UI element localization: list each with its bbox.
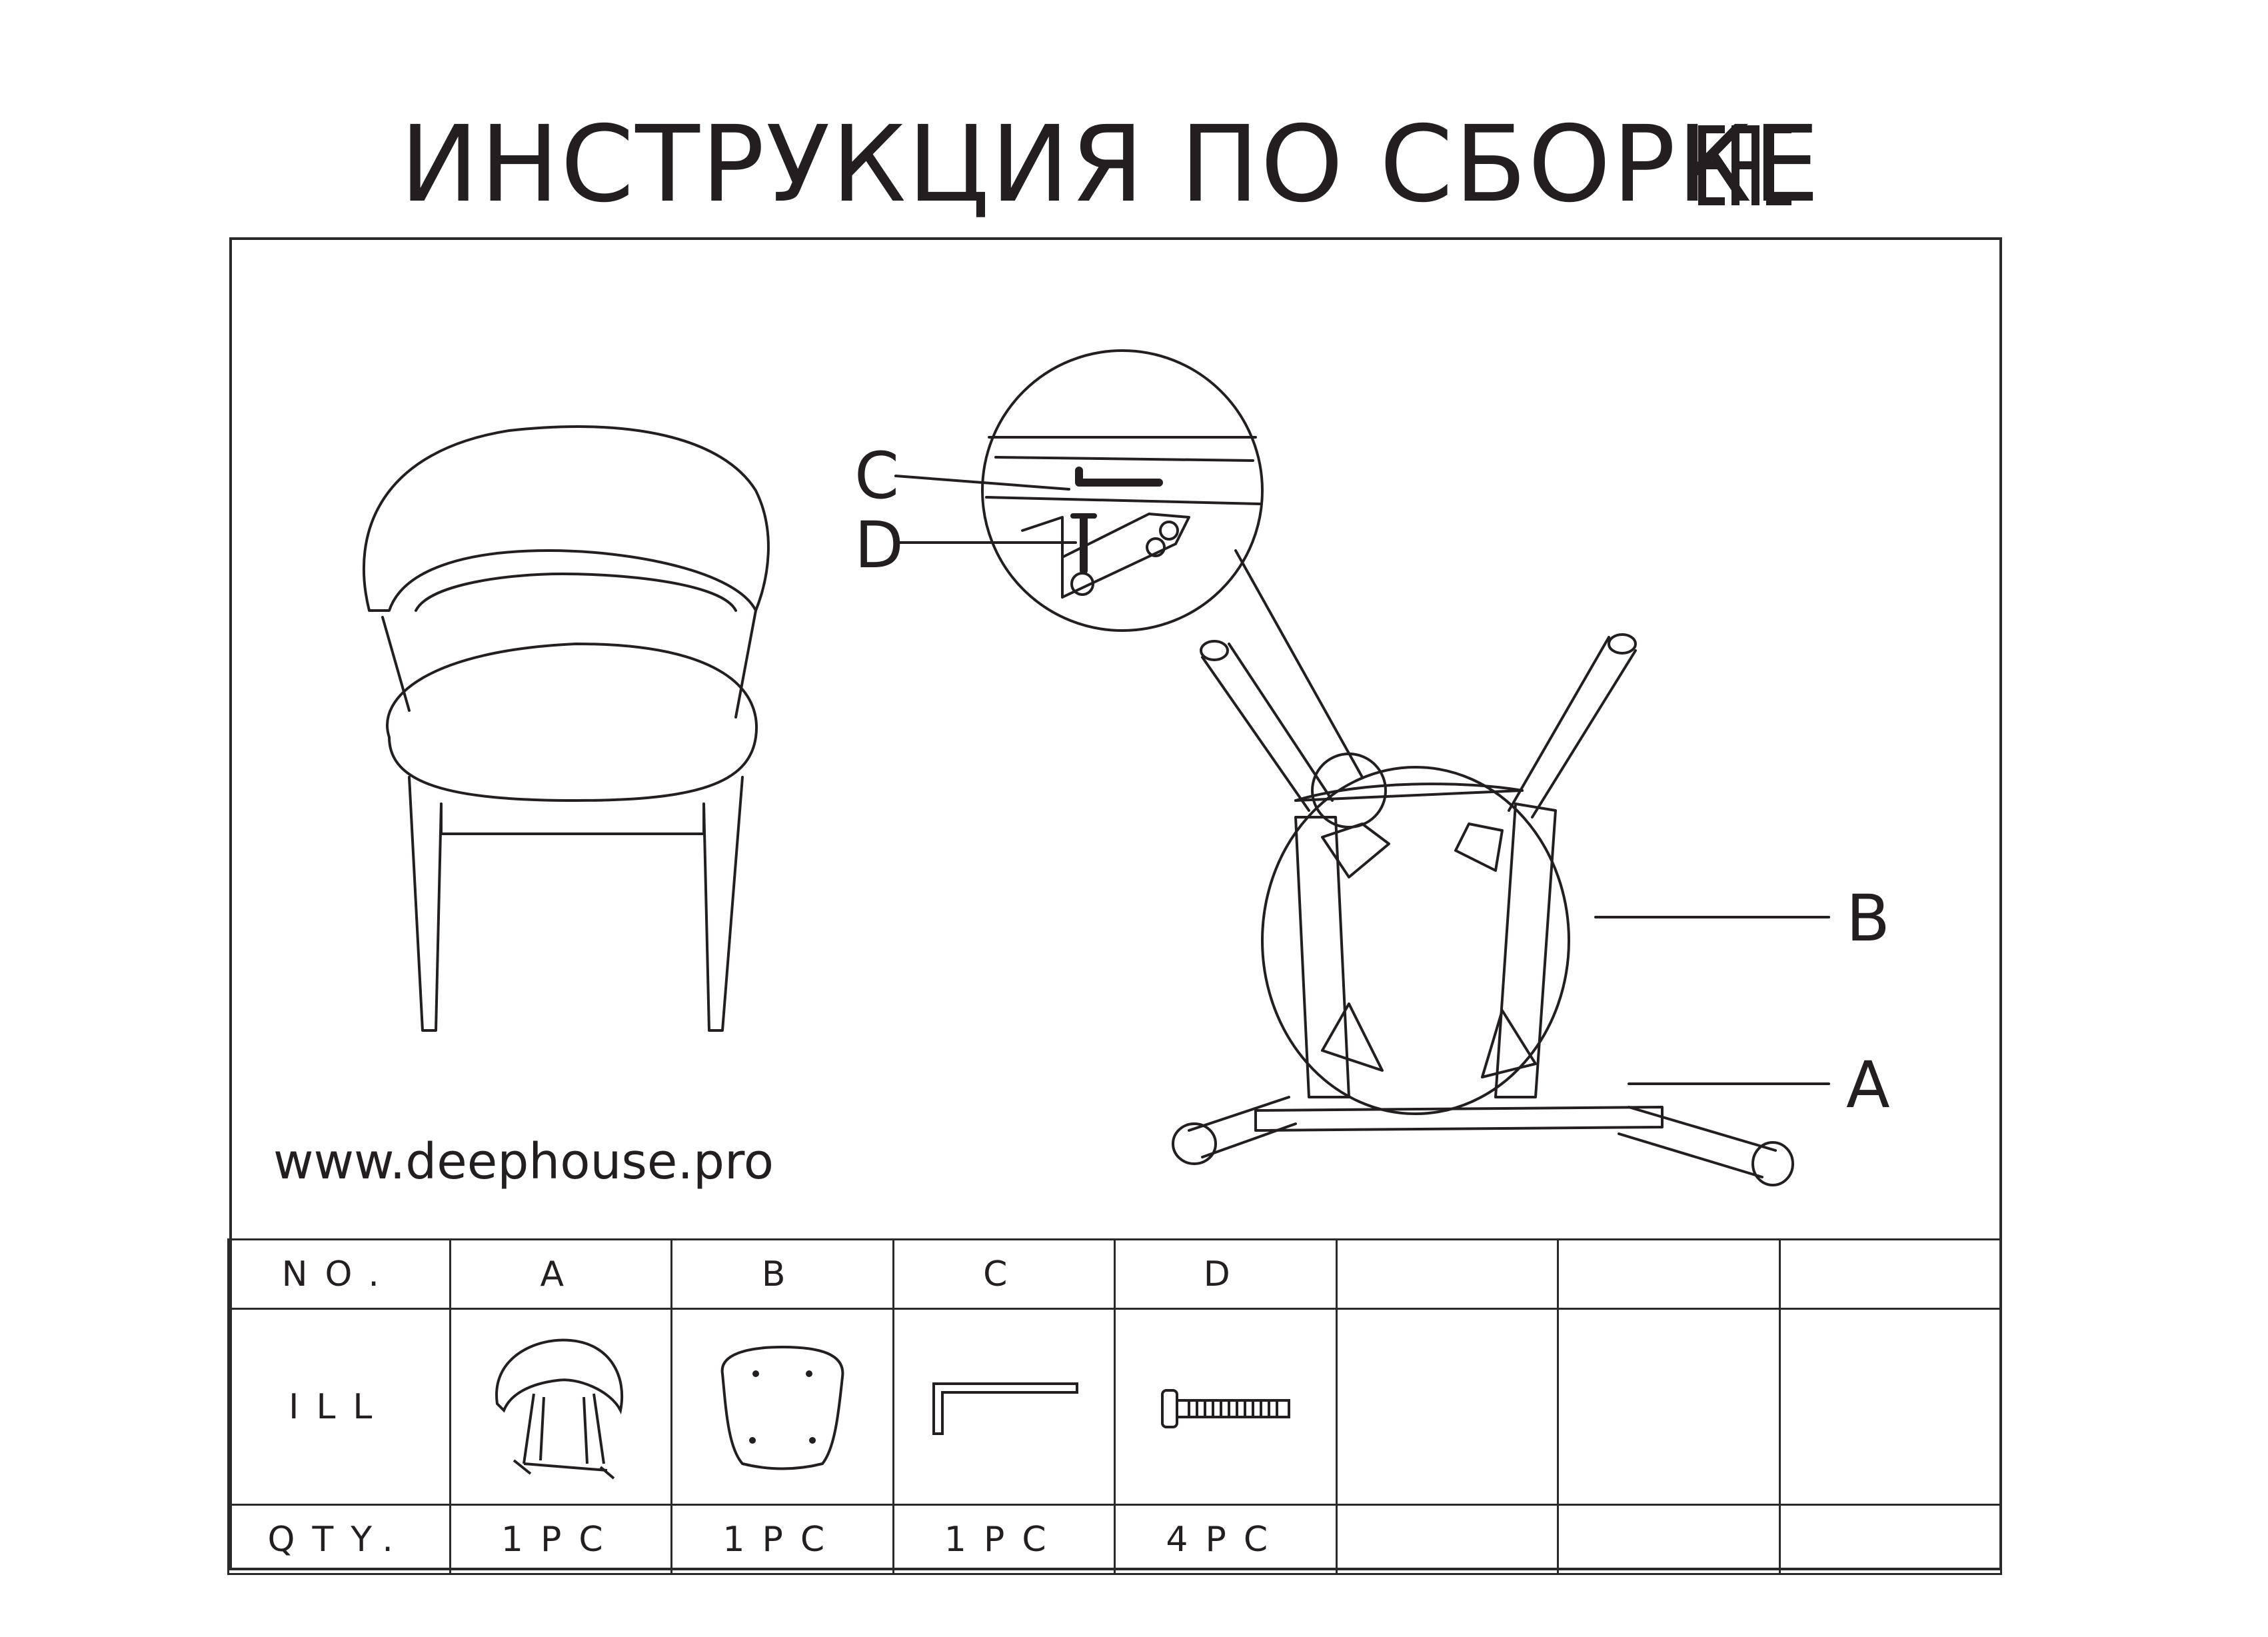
empty-cell bbox=[1778, 1238, 2002, 1310]
chair-frame-icon bbox=[495, 1338, 624, 1480]
empty-cell bbox=[1335, 1238, 1559, 1310]
eac-mark-icon bbox=[1698, 125, 1791, 205]
part-a-qty: 1PC bbox=[449, 1504, 672, 1575]
empty-cell bbox=[1557, 1504, 1781, 1575]
part-id-a: A bbox=[449, 1238, 672, 1310]
empty-cell bbox=[1335, 1504, 1559, 1575]
part-d-qty: 4PC bbox=[1114, 1504, 1338, 1575]
part-b-illustration bbox=[670, 1308, 894, 1506]
part-c-qty: 1PC bbox=[892, 1504, 1116, 1575]
callout-d-label: D bbox=[854, 508, 904, 583]
callout-c-label: C bbox=[854, 439, 900, 513]
allen-key-icon bbox=[932, 1382, 1079, 1435]
empty-cell bbox=[1557, 1308, 1781, 1506]
part-id-d: D bbox=[1114, 1238, 1338, 1310]
part-id-c: C bbox=[892, 1238, 1116, 1310]
callout-b-label: B bbox=[1846, 881, 1890, 956]
empty-cell bbox=[1778, 1504, 2002, 1575]
inverted-chair-illustration bbox=[1172, 633, 1794, 1186]
parts-qty-row: QTY. 1PC 1PC 1PC 4PC bbox=[227, 1504, 2002, 1575]
part-d-illustration bbox=[1114, 1308, 1338, 1506]
parts-illustration-row: ILL bbox=[227, 1308, 2002, 1506]
empty-cell bbox=[1335, 1308, 1559, 1506]
seat-cushion-icon bbox=[720, 1345, 844, 1470]
assembly-diagram bbox=[362, 349, 1830, 1186]
parts-table: NO. A B C D ILL bbox=[227, 1238, 2002, 1575]
part-b-qty: 1PC bbox=[670, 1504, 894, 1575]
part-a-illustration bbox=[449, 1308, 672, 1506]
detail-zoom-illustration bbox=[981, 349, 1264, 632]
bolt-icon bbox=[1160, 1388, 1290, 1428]
page-title: ИНСТРУКЦИЯ ПО СБОРКЕ bbox=[400, 103, 1821, 226]
part-c-illustration bbox=[892, 1308, 1116, 1506]
row-label-ill: ILL bbox=[227, 1308, 451, 1506]
empty-cell bbox=[1557, 1238, 1781, 1310]
row-label-no: NO. bbox=[227, 1238, 451, 1310]
parts-header-row: NO. A B C D bbox=[227, 1238, 2002, 1310]
row-label-qty: QTY. bbox=[227, 1504, 451, 1575]
callout-a-label: A bbox=[1846, 1048, 1890, 1122]
assembled-chair-illustration bbox=[362, 425, 770, 1032]
website-url: www.deephouse.pro bbox=[273, 1133, 774, 1190]
empty-cell bbox=[1778, 1308, 2002, 1506]
part-id-b: B bbox=[670, 1238, 894, 1310]
